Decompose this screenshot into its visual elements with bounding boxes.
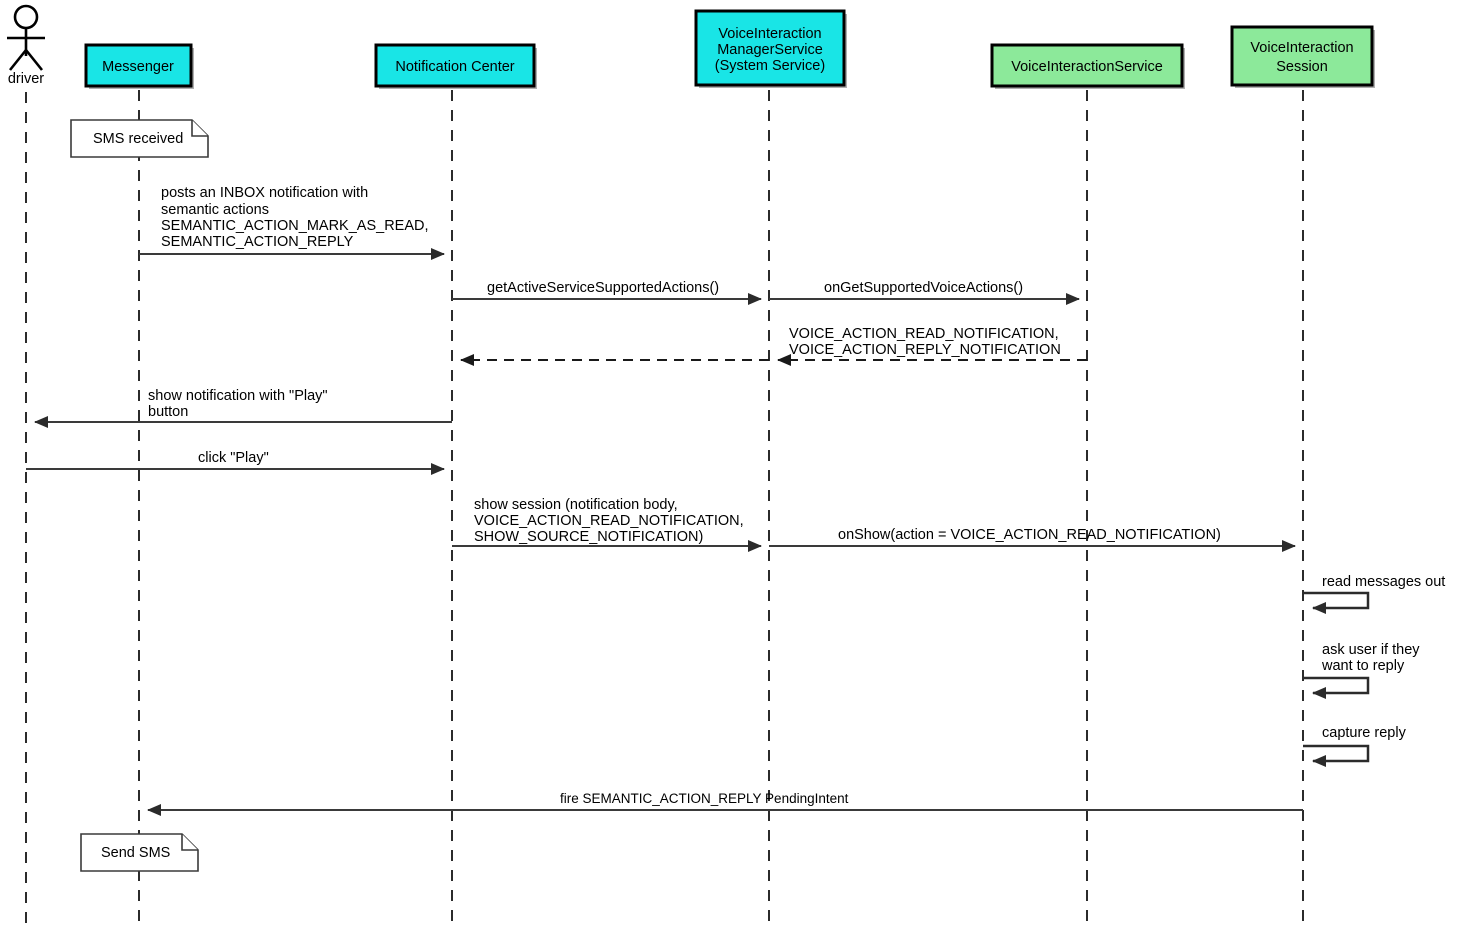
message-on-get-supported-voice-actions: onGetSupportedVoiceActions(): [769, 280, 1080, 305]
message-label-line1: VOICE_ACTION_READ_NOTIFICATION,: [789, 326, 1059, 342]
note-sms-received: SMS received: [70, 119, 209, 158]
actor-label: driver: [8, 71, 44, 87]
message-label-line1: show notification with "Play": [148, 388, 328, 404]
message-get-active-service-supported-actions: getActiveServiceSupportedActions(): [452, 280, 762, 305]
participant-label-vims-line3: (System Service): [715, 58, 825, 74]
participant-box-notification-center[interactable]: [374, 43, 536, 88]
message-label-line3: SEMANTIC_ACTION_MARK_AS_READ,: [161, 218, 429, 234]
message-label-line2: VOICE_ACTION_READ_NOTIFICATION,: [474, 513, 744, 529]
message-post-inbox-notification: posts an INBOX notification with semanti…: [139, 185, 445, 260]
note-send-sms-label: Send SMS: [101, 845, 170, 861]
message-label-line1: posts an INBOX notification with: [161, 185, 368, 201]
self-message-arrow: [1303, 676, 1370, 699]
actor-head-icon: [13, 4, 39, 30]
actor-leg-right-icon: [24, 49, 44, 71]
message-label-line2: VOICE_ACTION_REPLY_NOTIFICATION: [789, 342, 1061, 358]
participant-box-messenger[interactable]: [84, 43, 193, 88]
message-capture-reply: capture reply: [1303, 725, 1407, 767]
message-label-line2: semantic actions: [161, 202, 269, 218]
message-fire-semantic-action-reply: fire SEMANTIC_ACTION_REPLY PendingIntent: [147, 791, 1303, 816]
self-message-arrow: [1303, 744, 1370, 767]
message-label: onShow(action = VOICE_ACTION_READ_NOTIFI…: [838, 527, 1221, 543]
message-label: fire SEMANTIC_ACTION_REPLY PendingIntent: [560, 791, 849, 806]
message-label-line3: SHOW_SOURCE_NOTIFICATION): [474, 529, 703, 545]
actor-driver[interactable]: driver: [7, 4, 45, 87]
message-ask-user-reply: ask user if they want to reply: [1303, 642, 1420, 699]
message-label: capture reply: [1322, 725, 1407, 741]
participant-voice-interaction-session[interactable]: VoiceInteraction Session: [1230, 25, 1375, 88]
participant-box-voice-interaction-service[interactable]: [990, 43, 1184, 88]
self-message-arrow: [1303, 591, 1370, 614]
note-send-sms: Send SMS: [80, 833, 199, 872]
message-label: getActiveServiceSupportedActions(): [487, 280, 719, 296]
participant-label-vims-line2: ManagerService: [717, 42, 823, 58]
actor-leg-left-icon: [8, 49, 28, 71]
participant-label-vis-line2: Session: [1276, 59, 1328, 75]
message-label: click "Play": [198, 450, 269, 466]
participant-label-notification-center: Notification Center: [395, 59, 514, 75]
message-label-line4: SEMANTIC_ACTION_REPLY: [161, 234, 354, 250]
participant-label-messenger: Messenger: [102, 59, 174, 75]
message-click-play: click "Play": [26, 450, 445, 475]
message-show-notification-play: show notification with "Play" button: [34, 388, 452, 428]
message-read-messages-out: read messages out: [1303, 574, 1445, 614]
participant-label-vims-line1: VoiceInteraction: [718, 26, 821, 42]
message-label-line2: button: [148, 404, 188, 420]
message-label-line2: want to reply: [1321, 658, 1405, 674]
message-return-voice-actions: VOICE_ACTION_READ_NOTIFICATION, VOICE_AC…: [460, 326, 1087, 366]
participant-messenger[interactable]: Messenger: [84, 43, 194, 89]
participant-label-voice-interaction-service: VoiceInteractionService: [1011, 59, 1163, 75]
participant-label-vis-line1: VoiceInteraction: [1250, 40, 1353, 56]
participant-box-voice-interaction-manager-service[interactable]: [694, 9, 846, 87]
message-on-show: onShow(action = VOICE_ACTION_READ_NOTIFI…: [769, 527, 1296, 552]
message-label-line1: show session (notification body,: [474, 497, 678, 513]
note-sms-received-label: SMS received: [93, 131, 183, 147]
message-label: read messages out: [1322, 574, 1445, 590]
participant-box-voice-interaction-session[interactable]: [1230, 25, 1374, 87]
message-show-session: show session (notification body, VOICE_A…: [452, 497, 762, 552]
message-label: onGetSupportedVoiceActions(): [824, 280, 1023, 296]
participant-voice-interaction-service[interactable]: VoiceInteractionService: [990, 43, 1185, 89]
message-label-line1: ask user if they: [1322, 642, 1420, 658]
participant-notification-center[interactable]: Notification Center: [374, 43, 537, 89]
participant-voice-interaction-manager-service[interactable]: VoiceInteraction ManagerService (System …: [694, 9, 847, 88]
